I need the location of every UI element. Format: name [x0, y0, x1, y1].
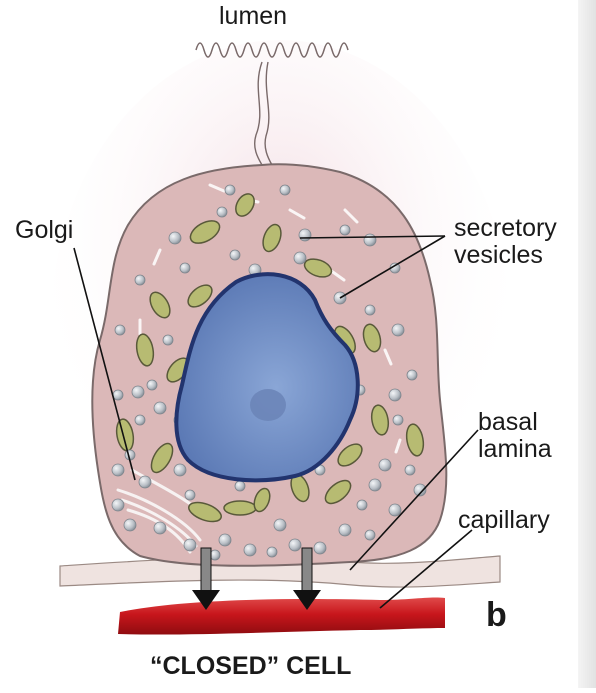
label-capillary: capillary: [458, 508, 550, 533]
capillary: [118, 597, 445, 634]
label-lamina: lamina: [478, 437, 552, 462]
label-vesicles: vesicles: [454, 243, 543, 268]
nucleolus: [250, 389, 286, 421]
label-lumen: lumen: [219, 4, 287, 29]
caption: “CLOSED” CELL: [150, 654, 351, 679]
label-secretory: secretory: [454, 216, 557, 241]
page-edge-shadow: [578, 0, 596, 688]
panel-letter: b: [486, 598, 507, 632]
label-basal: basal: [478, 410, 538, 435]
label-golgi: Golgi: [15, 218, 73, 243]
